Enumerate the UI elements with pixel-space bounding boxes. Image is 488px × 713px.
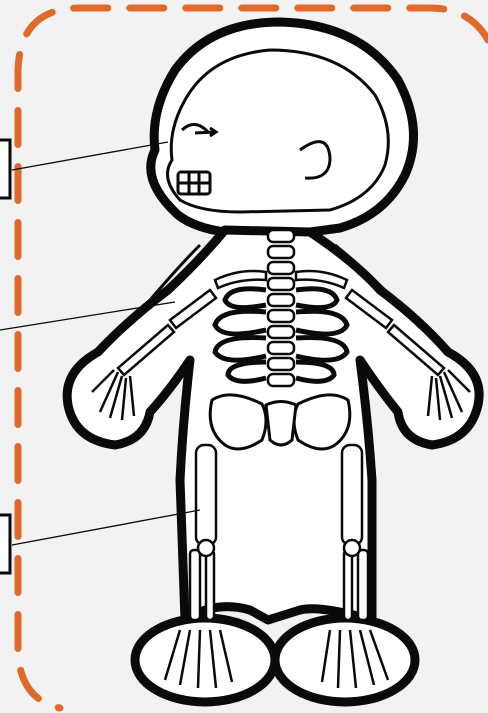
leg-leader-line xyxy=(12,510,200,545)
skull-label-box[interactable] xyxy=(0,140,10,198)
pelvis xyxy=(210,395,350,449)
right-tibia xyxy=(344,550,352,620)
left-foot-outline xyxy=(135,618,275,702)
skull-leader-line xyxy=(12,142,168,170)
right-foot-outline xyxy=(275,618,415,702)
right-fibula xyxy=(358,550,368,620)
leg-label-box[interactable] xyxy=(0,515,10,573)
head-outline xyxy=(151,22,414,232)
label-boxes xyxy=(0,140,10,573)
left-femur xyxy=(196,445,216,545)
left-tibia xyxy=(190,550,200,620)
left-fibula xyxy=(206,550,214,620)
right-femur xyxy=(342,445,362,545)
